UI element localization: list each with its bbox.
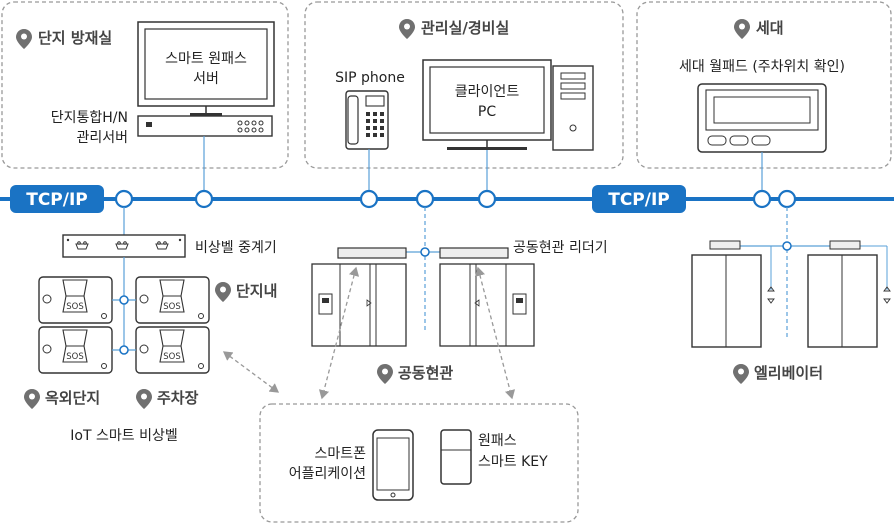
smartphone-label-line1: 스마트폰	[314, 446, 366, 462]
section-title-disaster-room: 단지 방재실	[38, 29, 112, 47]
smart-key-label-line1: 원패스	[478, 433, 517, 449]
bus-node	[359, 189, 379, 209]
location-pin-icon	[377, 364, 393, 384]
area-label-outdoor-complex: 옥외단지	[45, 389, 100, 407]
bus-node	[415, 189, 435, 209]
area-label-elevator: 엘리베이터	[754, 364, 823, 382]
iot-emergency-label: IoT 스마트 비상벨	[70, 428, 177, 444]
location-pin-icon	[734, 19, 750, 39]
bus-node	[194, 189, 214, 209]
sos-label: SOS	[163, 352, 180, 362]
location-pin-icon	[16, 29, 32, 49]
wallpad-label: 세대 월패드 (주차위치 확인)	[679, 59, 845, 75]
link-arrow	[222, 351, 280, 393]
sos-unit	[135, 326, 210, 374]
section-mobile-box	[259, 403, 579, 523]
location-pin-icon	[399, 19, 415, 39]
emergency-relay-label: 비상벨 중계기	[195, 240, 277, 256]
section-household-box	[636, 1, 892, 169]
wallpad-icon	[697, 83, 827, 153]
smart-key-label-line2: 스마트 KEY	[478, 454, 548, 470]
sos-label: SOS	[163, 302, 180, 312]
area-label-complex-inside: 단지내	[236, 282, 277, 300]
location-pin-icon	[136, 389, 152, 409]
location-pin-icon	[733, 364, 749, 384]
elevator-left	[691, 240, 775, 348]
emergency-relay-icon	[62, 234, 186, 258]
section-title-household: 세대	[756, 19, 784, 37]
onepass-server-monitor	[137, 21, 275, 116]
onepass-server-label-line2: 서버	[193, 71, 219, 87]
section-disaster-room-box	[1, 1, 289, 169]
location-pin-icon	[24, 389, 40, 409]
area-label-common-entrance: 공동현관	[398, 364, 453, 382]
link-arrow	[474, 266, 516, 400]
smartphone-label-line2: 어플리케이션	[289, 466, 366, 482]
entrance-door-left	[311, 247, 407, 347]
sip-phone-label: SIP phone	[335, 70, 405, 86]
entrance-door-right	[439, 247, 535, 347]
bus-node	[477, 189, 497, 209]
tcp-ip-label-left: TCP/IP	[26, 190, 88, 210]
section-title-mgmt-room: 관리실/경비실	[421, 19, 509, 37]
area-label-parking: 주차장	[157, 389, 199, 407]
sos-unit	[38, 276, 113, 324]
elevator-right	[807, 240, 891, 348]
sos-unit	[135, 276, 210, 324]
sos-unit	[38, 326, 113, 374]
section-mgmt-room-box	[304, 1, 624, 169]
smart-key-icon	[440, 429, 472, 485]
location-pin-icon	[215, 282, 231, 302]
bus-node	[114, 189, 134, 209]
tcp-ip-badge-left	[10, 185, 104, 213]
sos-label: SOS	[66, 302, 83, 312]
onepass-server-label-line1: 스마트 원패스	[165, 51, 247, 67]
common-reader-label: 공동현관 리더기	[513, 240, 608, 256]
bus-node	[752, 189, 772, 209]
integrated-server-label-line2: 관리서버	[76, 130, 128, 146]
bus-node	[777, 189, 797, 209]
integrated-server-unit-icon	[137, 115, 273, 137]
client-pc-label-line1: 클라이언트	[455, 84, 520, 100]
link-arrow	[318, 266, 360, 400]
tcp-ip-badge-right	[592, 185, 686, 213]
smartphone-icon	[372, 429, 414, 501]
integrated-server-label-line1: 단지통합H/N	[51, 110, 128, 126]
bus-nodes	[114, 189, 797, 209]
client-pc-monitor	[422, 59, 552, 150]
client-pc-label-line2: PC	[478, 104, 496, 120]
tcp-ip-label-right: TCP/IP	[608, 190, 670, 210]
sos-label: SOS	[66, 352, 83, 362]
sip-phone-icon	[345, 90, 389, 150]
pc-tower-icon	[552, 65, 594, 151]
